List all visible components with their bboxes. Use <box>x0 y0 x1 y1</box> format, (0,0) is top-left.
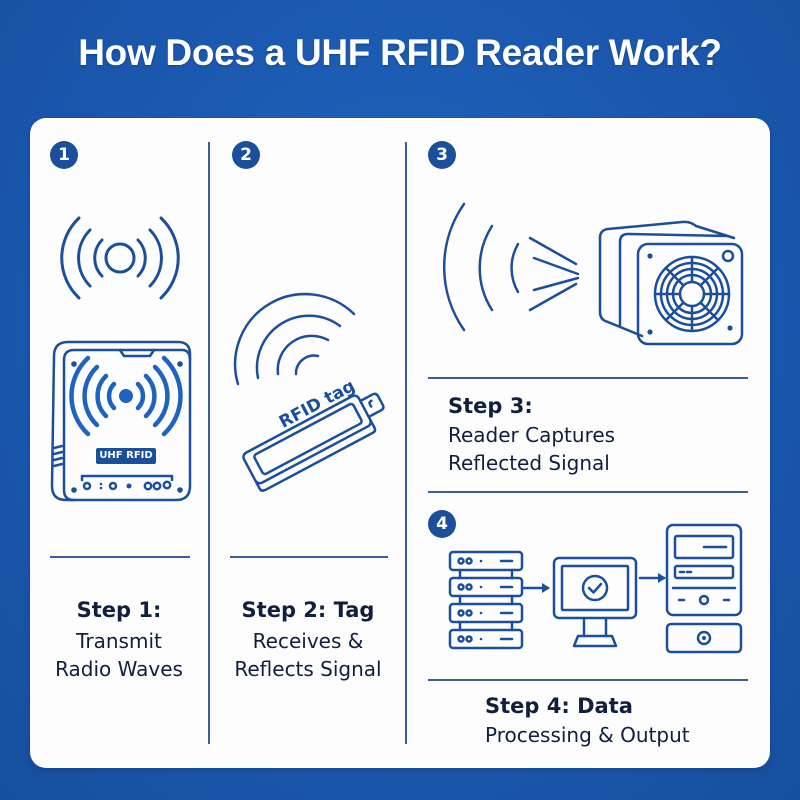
steps-card: 1 <box>30 118 770 768</box>
step3-rule-bottom <box>428 491 748 493</box>
column-divider-1 <box>208 142 210 744</box>
step3-desc-line2: Reflected Signal <box>448 451 610 475</box>
step2-desc-line1: Receives & <box>252 629 364 653</box>
step4-rule <box>428 679 748 681</box>
step3-rule-top <box>428 377 748 379</box>
step4-number-badge: 4 <box>428 510 456 538</box>
step1-title: Step 1: <box>76 598 162 622</box>
step2-desc-line2: Reflects Signal <box>234 657 382 681</box>
radio-waves-icon <box>60 216 180 300</box>
page-title: How Does a UHF RFID Reader Work? <box>78 32 722 73</box>
arrow-icon <box>638 573 666 583</box>
step1-number-badge: 1 <box>50 141 78 169</box>
reflected-waves-icon <box>442 202 580 332</box>
step4-title: Step 4: Data <box>485 694 633 718</box>
step1-desc-line1: Transmit <box>76 629 162 653</box>
rfid-reader-device-icon <box>50 340 192 502</box>
step3-number-badge: 3 <box>428 141 456 169</box>
signal-arcs-icon <box>233 292 356 386</box>
computer-tower-icon <box>665 523 743 654</box>
step2-rule <box>230 556 388 558</box>
reader-antenna-icon <box>598 220 744 346</box>
step4-desc-line1: Processing & Output <box>485 723 690 747</box>
step3-title: Step 3: <box>448 394 533 418</box>
step2-title: Step 2: Tag <box>241 598 375 622</box>
arrow-icon <box>522 583 550 593</box>
column-divider-2 <box>405 142 407 744</box>
rfid-tag-icon <box>242 392 385 492</box>
monitor-check-icon <box>552 556 638 648</box>
step1-desc-line2: Radio Waves <box>55 657 183 681</box>
step1-rule <box>50 556 190 558</box>
device-label: UHF RFID <box>99 450 153 461</box>
step3-desc-line1: Reader Captures <box>448 423 616 447</box>
step2-number-badge: 2 <box>232 141 260 169</box>
server-rack-icon <box>448 550 524 650</box>
